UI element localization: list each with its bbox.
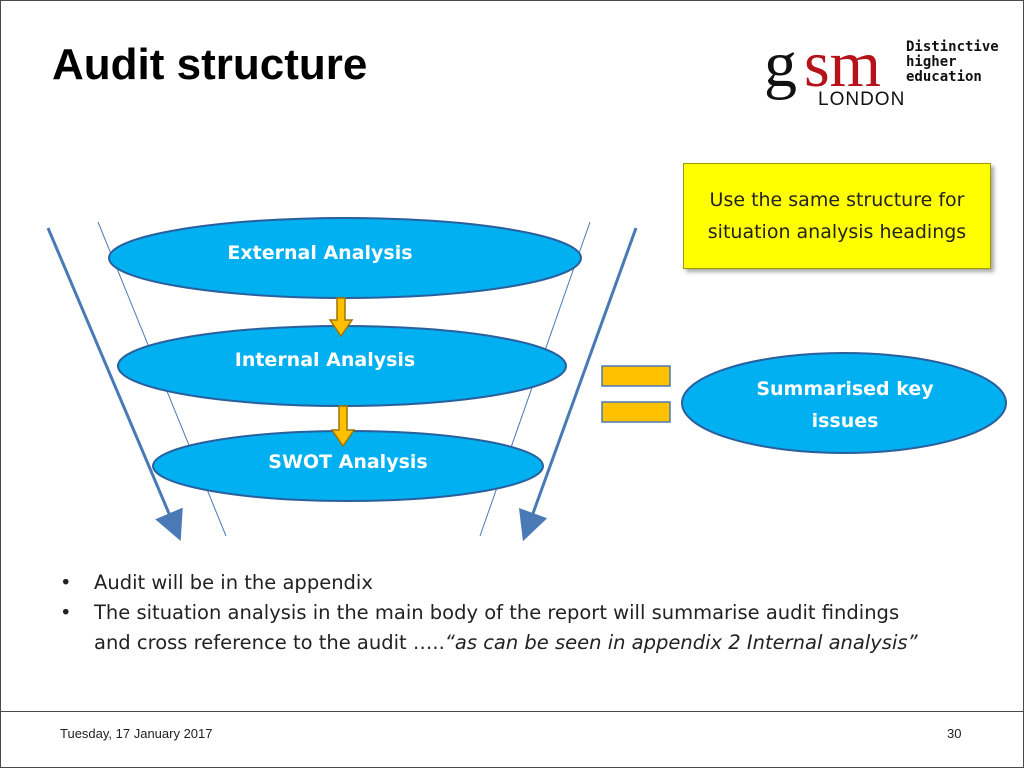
footer-date: Tuesday, 17 January 2017 [60,726,213,741]
down-arrow-internal-to-swot [330,405,356,448]
label-summarised-line-1: Summarised key [756,378,934,400]
bullet-list: Audit will be in the appendix The situat… [58,568,918,658]
note-line-1: Use the same structure for [709,189,965,211]
logo-tagline-3: education [906,69,982,85]
footer-page-number: 30 [947,726,962,741]
label-internal-analysis: Internal Analysis [234,349,416,371]
label-summarised-key-issues: Summarised key issues [700,373,990,437]
bullet-2-text: The situation analysis in the main body … [94,601,900,654]
funnel-right-arrow [519,227,638,542]
logo-tagline-2: higher [906,54,957,70]
label-summarised-line-2: issues [811,410,879,432]
label-external-analysis: External Analysis [227,242,413,264]
equals-bar-top [601,365,671,387]
oval-summarised-key-issues [681,352,1007,454]
gsm-london-logo: g sm LONDON Distinctive higher education [760,28,1000,120]
slide-title: Audit structure [52,40,368,89]
structure-note-box: Use the same structure for situation ana… [683,163,991,269]
down-arrow-external-to-internal [328,297,354,338]
label-swot-analysis: SWOT Analysis [268,451,428,473]
bullet-1-text: Audit will be in the appendix [94,571,373,594]
logo-g: g [764,28,797,101]
funnel-left-arrow [46,227,183,542]
equals-bar-bottom [601,401,671,423]
note-line-2: situation analysis headings [707,221,967,243]
bullet-item-2: The situation analysis in the main body … [58,598,918,658]
logo-tagline-1: Distinctive [906,39,999,55]
bullet-2-quote: “as can be seen in appendix 2 Internal a… [444,631,918,654]
footer-divider [0,711,1024,712]
logo-sub: LONDON [818,89,905,110]
logo-sm: sm [804,28,881,101]
bullet-item-1: Audit will be in the appendix [58,568,918,598]
